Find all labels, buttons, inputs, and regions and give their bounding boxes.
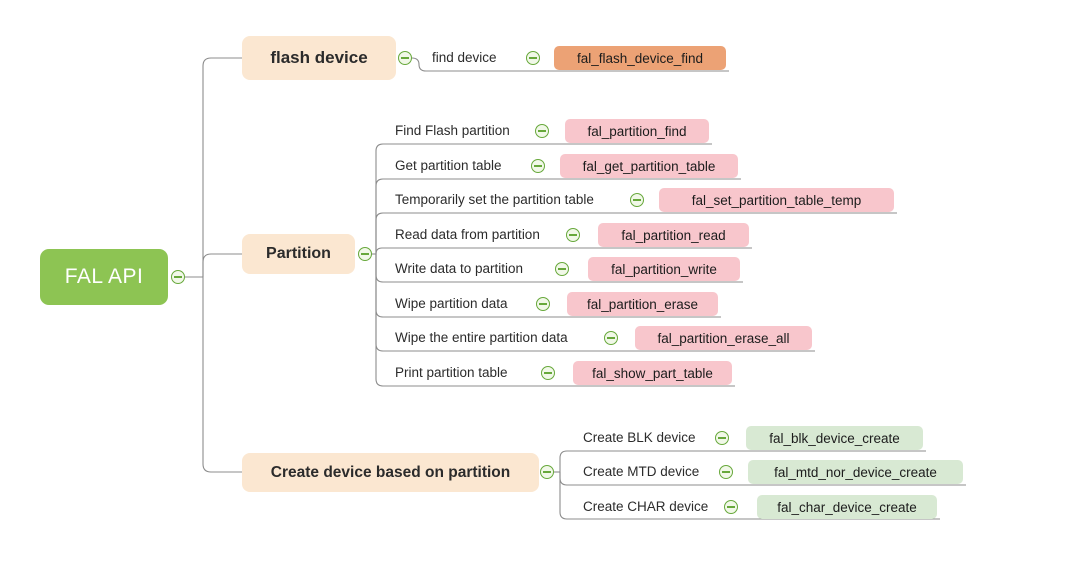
collapse-minus-icon[interactable] [540,465,554,479]
collapse-minus-icon[interactable] [555,262,569,276]
func-fal-char-device-create[interactable]: fal_char_device_create [757,495,937,519]
func-fal-blk-device-create[interactable]: fal_blk_device_create [746,426,923,450]
collapse-minus-icon[interactable] [630,193,644,207]
node-create-device-based-on-partition[interactable]: Create device based on partition [242,453,539,492]
leaf-read-data-from-partition[interactable]: Read data from partition [395,227,540,242]
topic-label: Partition [266,245,331,262]
leaf-wipe-partition-data[interactable]: Wipe partition data [395,296,508,311]
collapse-minus-icon[interactable] [715,431,729,445]
collapse-minus-icon[interactable] [358,247,372,261]
collapse-minus-icon[interactable] [531,159,545,173]
leaf-write-data-to-partition[interactable]: Write data to partition [395,261,524,276]
func-fal-get-partition-table[interactable]: fal_get_partition_table [560,154,738,178]
leaf-create-blk-device[interactable]: Create BLK device [583,430,696,445]
func-fal-set-partition-table-temp[interactable]: fal_set_partition_table_temp [659,188,894,212]
collapse-minus-icon[interactable] [604,331,618,345]
topic-label: flash device [270,48,368,67]
node-partition[interactable]: Partition [242,234,355,274]
node-flash-device[interactable]: flash device [242,36,396,80]
root-label: FAL API [64,265,144,288]
leaf-get-partition-table[interactable]: Get partition table [395,158,502,173]
leaf-find-flash-partition[interactable]: Find Flash partition [395,123,510,138]
collapse-minus-icon[interactable] [536,297,550,311]
collapse-minus-icon[interactable] [535,124,549,138]
leaf-wipe-entire-partition-data[interactable]: Wipe the entire partition data [395,330,568,345]
collapse-minus-icon[interactable] [171,270,185,284]
node-root[interactable]: FAL API [40,249,168,305]
collapse-minus-icon[interactable] [724,500,738,514]
leaf-print-partition-table[interactable]: Print partition table [395,365,508,380]
topic-label: Create device based on partition [270,463,511,481]
collapse-minus-icon[interactable] [526,51,540,65]
leaf-create-mtd-device[interactable]: Create MTD device [583,464,700,479]
leaf-temporarily-set-partition-table[interactable]: Temporarily set the partition table [395,192,594,207]
leaf-create-char-device[interactable]: Create CHAR device [583,499,709,514]
func-fal-flash-device-find[interactable]: fal_flash_device_find [554,46,726,70]
func-fal-mtd-nor-device-create[interactable]: fal_mtd_nor_device_create [748,460,963,484]
collapse-minus-icon[interactable] [398,51,412,65]
func-fal-partition-write[interactable]: fal_partition_write [588,257,740,281]
collapse-minus-icon[interactable] [719,465,733,479]
func-fal-partition-erase-all[interactable]: fal_partition_erase_all [635,326,812,350]
func-fal-partition-find[interactable]: fal_partition_find [565,119,709,143]
func-fal-partition-read[interactable]: fal_partition_read [598,223,749,247]
collapse-minus-icon[interactable] [566,228,580,242]
leaf-find-device[interactable]: find device [432,50,497,65]
collapse-minus-icon[interactable] [541,366,555,380]
func-fal-partition-erase[interactable]: fal_partition_erase [567,292,718,316]
func-fal-show-part-table[interactable]: fal_show_part_table [573,361,732,385]
